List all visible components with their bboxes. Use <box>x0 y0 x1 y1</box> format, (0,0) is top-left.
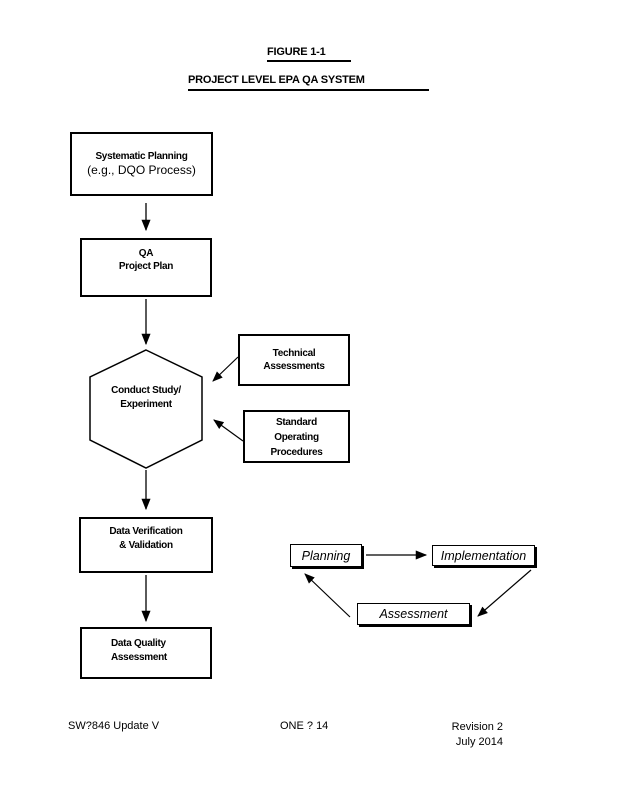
technical-assessments-box: Technical Assessments <box>238 334 350 386</box>
qa-project-plan-box: QA Project Plan <box>80 238 212 297</box>
data-quality-line2: Assessment <box>111 652 167 663</box>
conduct-study-hexagon <box>89 349 203 469</box>
technical-line1: Technical <box>272 348 316 359</box>
data-quality-line1: Data Quality <box>111 638 166 649</box>
cycle-planning-box: Planning <box>290 544 362 567</box>
arrow-implementation-to-assessment <box>477 569 532 617</box>
arrow-technical-to-study <box>212 356 239 382</box>
data-quality-box: Data Quality Assessment <box>80 627 212 679</box>
qa-line2: Project Plan <box>118 261 174 272</box>
cycle-assessment-box: Assessment <box>357 603 470 625</box>
arrow-assessment-to-planning <box>304 573 351 618</box>
conduct-study-label: Conduct Study/ Experiment <box>90 384 202 412</box>
sop-box: Standard Operating Procedures <box>243 410 350 463</box>
conduct-study-line1: Conduct Study/ <box>111 385 181 396</box>
figure-number-title: FIGURE 1-1 <box>267 46 351 62</box>
sop-line1: Standard <box>276 417 317 428</box>
sop-line3: Procedures <box>270 447 323 458</box>
data-verification-line2: & Validation <box>119 540 173 551</box>
footer-document-id: SW?846 Update V <box>68 720 160 732</box>
footer-page-number: ONE ? 14 <box>280 720 329 732</box>
systematic-planning-box: Systematic Planning (e.g., DQO Process) <box>70 132 213 196</box>
cycle-implementation-label: Implementation <box>440 548 527 563</box>
sop-line2: Operating <box>274 432 319 443</box>
arrow-sop-to-study <box>213 419 244 442</box>
cycle-implementation-box: Implementation <box>432 545 535 566</box>
technical-line2: Assessments <box>263 361 325 372</box>
footer-revision: Revision 2 July 2014 <box>452 720 503 750</box>
figure-subtitle: PROJECT LEVEL EPA QA SYSTEM <box>188 74 429 91</box>
conduct-study-line2: Experiment <box>120 399 172 410</box>
data-verification-box: Data Verification & Validation <box>79 517 213 573</box>
systematic-planning-line2: (e.g., DQO Process) <box>87 163 196 177</box>
cycle-planning-label: Planning <box>301 548 351 563</box>
footer-revision-line: Revision 2 <box>451 721 503 733</box>
qa-line1: QA <box>138 248 154 259</box>
cycle-assessment-label: Assessment <box>379 607 448 621</box>
systematic-planning-line1: Systematic Planning <box>95 151 188 162</box>
data-verification-line1: Data Verification <box>109 526 183 537</box>
footer-date-line: July 2014 <box>455 736 503 748</box>
